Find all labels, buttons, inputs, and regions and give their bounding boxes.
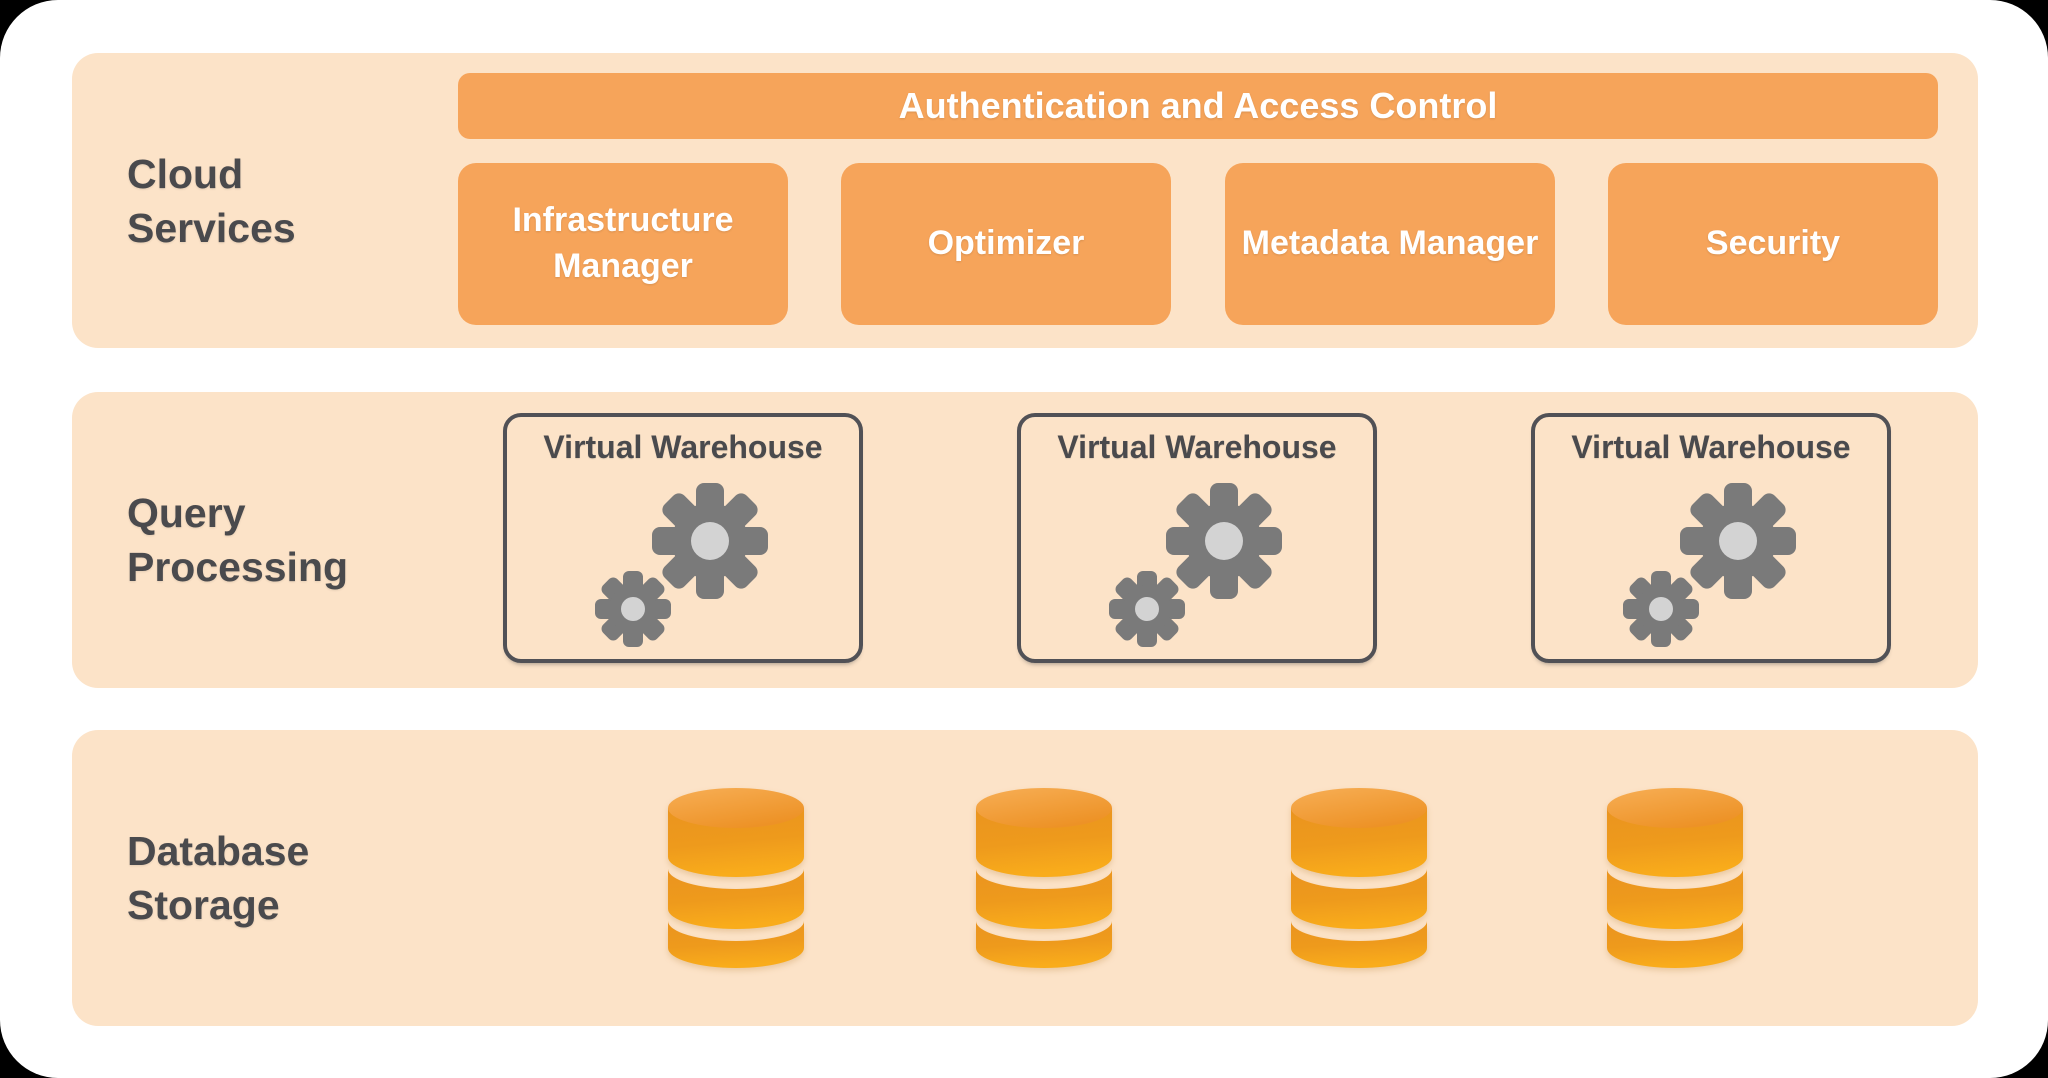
- layer-cloud-services: Cloud Services Authentication and Access…: [72, 53, 1978, 348]
- service-box-label: Infrastructure Manager: [512, 201, 734, 285]
- small-gear-icon: [1623, 571, 1699, 647]
- small-gear-icon: [595, 571, 671, 647]
- virtual-warehouse-box-3: Virtual Warehouse: [1531, 413, 1891, 663]
- layer-database-storage: Database Storage: [72, 730, 1978, 1026]
- gears-icon: [595, 483, 768, 647]
- large-gear-icon: [1166, 483, 1282, 599]
- service-box-label: Security: [1705, 224, 1841, 263]
- auth-banner-label: Authentication and Access Control: [898, 85, 1498, 126]
- large-gear-icon: [652, 483, 768, 599]
- service-box-infrastructure-manager: Infrastructure Manager: [458, 163, 788, 325]
- gears-icon: [1623, 483, 1796, 647]
- database-cylinder-icon: [1291, 788, 1427, 968]
- large-gear-icon: [1680, 483, 1796, 599]
- gears-icon: [1109, 483, 1282, 647]
- small-gear-icon: [1109, 571, 1185, 647]
- auth-access-control-banner: Authentication and Access Control: [458, 73, 1938, 139]
- service-box-metadata-manager: Metadata Manager: [1225, 163, 1555, 325]
- virtual-warehouse-label: Virtual Warehouse: [1057, 429, 1337, 465]
- service-box-optimizer: Optimizer: [841, 163, 1171, 325]
- database-cylinder-icon: [976, 788, 1112, 968]
- database-cylinder-icon: [668, 788, 804, 968]
- layer-label-database-storage: Database Storage: [127, 827, 310, 928]
- virtual-warehouse-box-1: Virtual Warehouse: [503, 413, 863, 663]
- layer-query-processing: Query Processing Virtual Warehouse: [72, 392, 1978, 688]
- service-box-label: Metadata Manager: [1241, 224, 1539, 263]
- virtual-warehouse-label: Virtual Warehouse: [1571, 429, 1851, 465]
- layer-label-query-processing: Query Processing: [127, 489, 349, 590]
- service-box-label: Optimizer: [927, 224, 1085, 263]
- service-box-security: Security: [1608, 163, 1938, 325]
- virtual-warehouse-label: Virtual Warehouse: [543, 429, 823, 465]
- database-cylinder-icon: [1607, 788, 1743, 968]
- virtual-warehouse-box-2: Virtual Warehouse: [1017, 413, 1377, 663]
- layer-label-cloud-services: Cloud Services: [127, 150, 296, 251]
